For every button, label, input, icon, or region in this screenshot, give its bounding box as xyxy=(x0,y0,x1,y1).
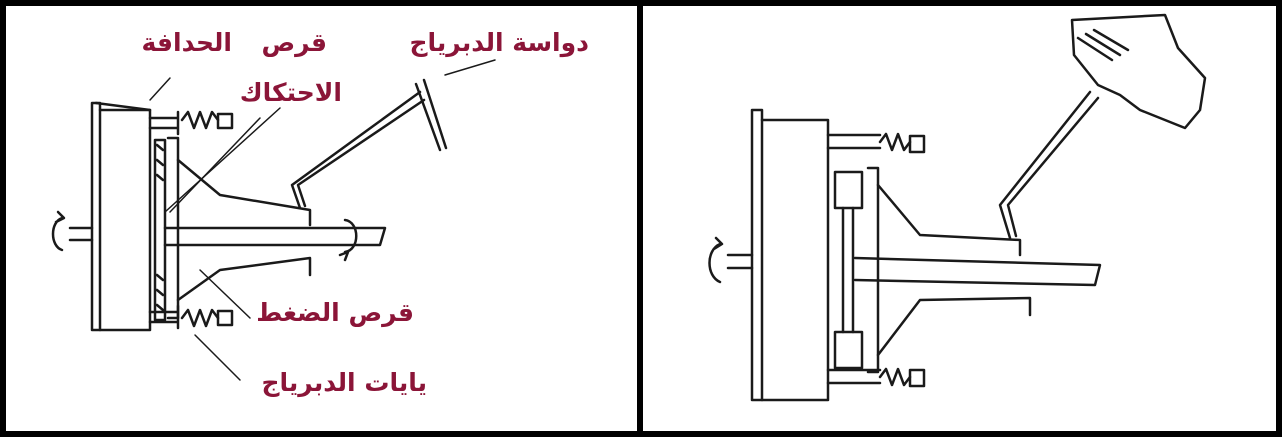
left-spring-top xyxy=(182,112,218,128)
label-pressure-plate: قرص الضغط xyxy=(256,300,414,325)
right-foot-icon xyxy=(1072,15,1205,128)
right-rotation-arrow-icon xyxy=(710,238,723,282)
left-flywheel xyxy=(92,103,100,330)
left-clutch-pedal xyxy=(292,92,424,208)
right-spring-bottom xyxy=(880,369,910,385)
label-clutch-springs: يايات الدبرياج xyxy=(261,370,427,395)
label-friction-disc-line2: الاحتكاك xyxy=(240,80,342,105)
left-clutch-drawing xyxy=(53,60,495,380)
left-rotation-arrow-icon xyxy=(53,212,64,250)
right-input-shaft xyxy=(855,258,1100,285)
right-spring-top xyxy=(880,134,910,150)
left-spring-bottom xyxy=(182,310,218,326)
right-clutch-pedal xyxy=(1000,92,1098,238)
right-panel-border xyxy=(640,3,1279,434)
right-clutch-drawing xyxy=(710,15,1206,400)
right-pressure-plate xyxy=(868,168,878,372)
right-friction-disc xyxy=(835,172,862,208)
left-input-shaft xyxy=(165,228,385,245)
label-friction-disc-line1: قرص xyxy=(261,30,327,55)
label-clutch-pedal: دواسة الدبرياج xyxy=(409,30,589,55)
right-flywheel xyxy=(752,110,762,400)
label-flywheel: الحدافة xyxy=(141,30,232,55)
